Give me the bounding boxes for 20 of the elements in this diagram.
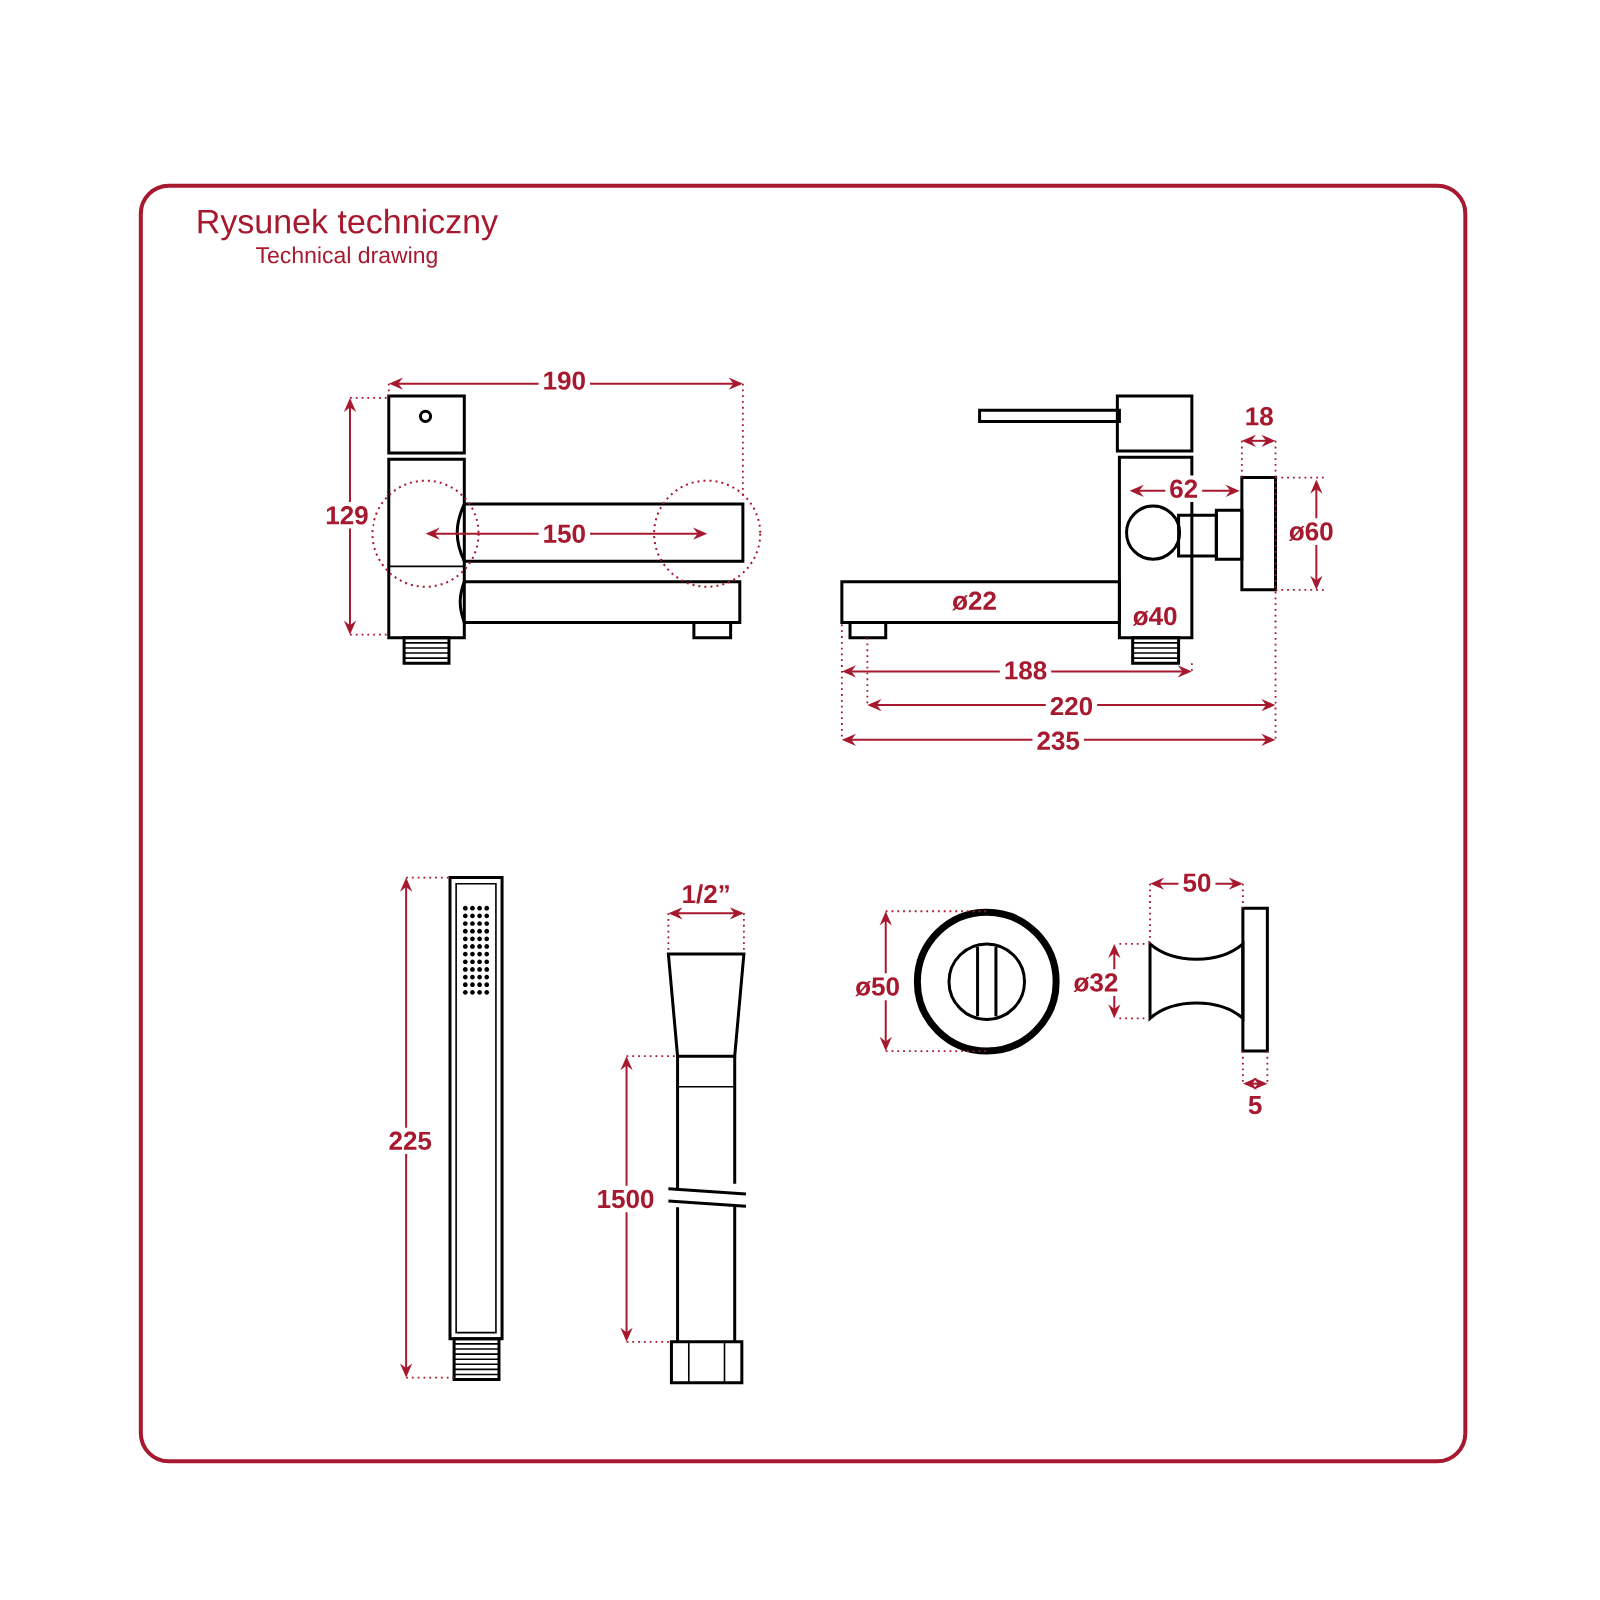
dimension-label: 190	[538, 367, 590, 394]
dimension-label: ø50	[851, 973, 904, 1001]
dimension-label: 1500	[592, 1185, 659, 1213]
dimension-label: 220	[1045, 692, 1098, 720]
dimension-label: 50	[1178, 869, 1216, 896]
title: Rysunek techniczny	[198, 208, 498, 241]
dimension-label: ø60	[1284, 518, 1338, 546]
dimension-label: 1/2”	[677, 880, 735, 908]
dimension-label: 150	[538, 520, 590, 547]
dimension-label: 225	[384, 1127, 436, 1155]
subtitle: Technical drawing	[256, 246, 437, 268]
dimension-label: 235	[1032, 727, 1084, 755]
dimension-label: 5	[1243, 1092, 1267, 1119]
dimension-label: ø40	[1128, 602, 1182, 630]
dimension-label: 18	[1240, 403, 1278, 430]
dimension-label: 62	[1165, 475, 1203, 502]
dimension-label: ø32	[1069, 969, 1123, 997]
dimension-label: 188	[999, 657, 1052, 684]
dimension-label: ø22	[948, 587, 1001, 615]
dimension-label: 129	[321, 502, 373, 529]
